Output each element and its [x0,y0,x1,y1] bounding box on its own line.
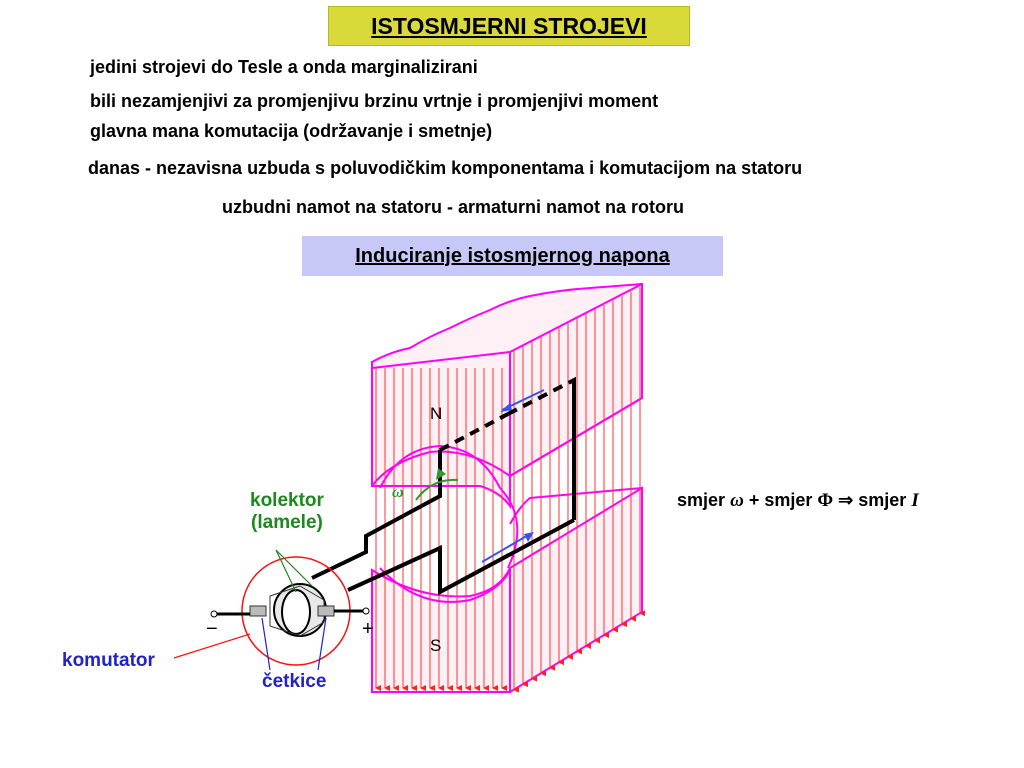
bullet-5: uzbudni namot na statoru - armaturni nam… [222,197,685,217]
section-subtitle: Induciranje istosmjernog napona [302,236,723,276]
formula-text-1: smjer [677,490,726,510]
direction-formula: smjer ω + smjer Φ ⇒ smjer I [677,490,919,512]
south-pole-label: S [430,636,442,655]
bullet-1: jedini strojevi do Tesle a onda marginal… [90,57,478,77]
cetkice-label: četkice [262,671,327,692]
formula-text-2: + smjer [748,490,813,510]
slide-title: ISTOSMJERNI STROJEVI [328,6,690,46]
armature-coil [311,376,576,596]
komutator-label: komutator [62,650,155,671]
bullet-2: bili nezamjenjivi za promjenjivu brzinu … [90,91,659,111]
formula-omega: ω [730,490,744,511]
bullet-4: danas - nezavisna uzbuda s poluvodičkim … [88,158,803,178]
commutator [210,556,370,666]
minus-terminal-label: − [206,618,218,640]
bullet-3: glavna mana komutacija (održavanje i sme… [90,121,493,141]
rotation-arrow [415,468,459,501]
formula-phi: Φ [817,490,834,511]
formula-current: I [911,490,919,511]
north-pole-label: N [430,404,443,423]
plus-terminal-label: + [362,618,374,640]
formula-arrow: ⇒ [838,490,854,510]
kolektor-label-line2: (lamele) [251,512,323,533]
rotor-cylinder [379,444,519,603]
label-pointers [173,549,327,671]
omega-symbol: ω [392,484,404,501]
kolektor-label: kolektor (lamele) [250,490,324,534]
kolektor-label-line1: kolektor [250,490,324,511]
velocity-arrows [481,389,545,563]
formula-text-3: smjer [858,490,907,510]
